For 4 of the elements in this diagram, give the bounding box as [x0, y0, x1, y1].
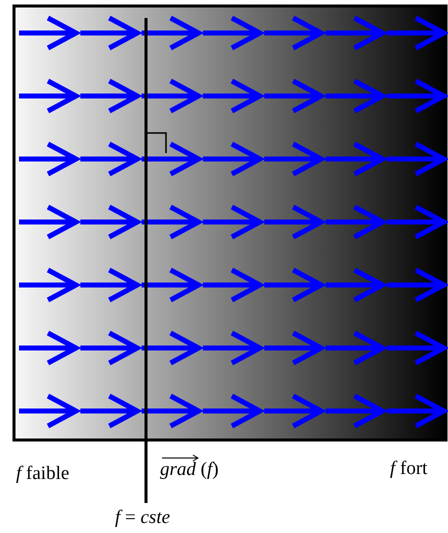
math-label: f faible	[16, 464, 70, 485]
math-label: f fort	[390, 459, 428, 480]
math-label: f = cste	[115, 508, 170, 529]
math-label: grad (f)	[160, 460, 219, 481]
